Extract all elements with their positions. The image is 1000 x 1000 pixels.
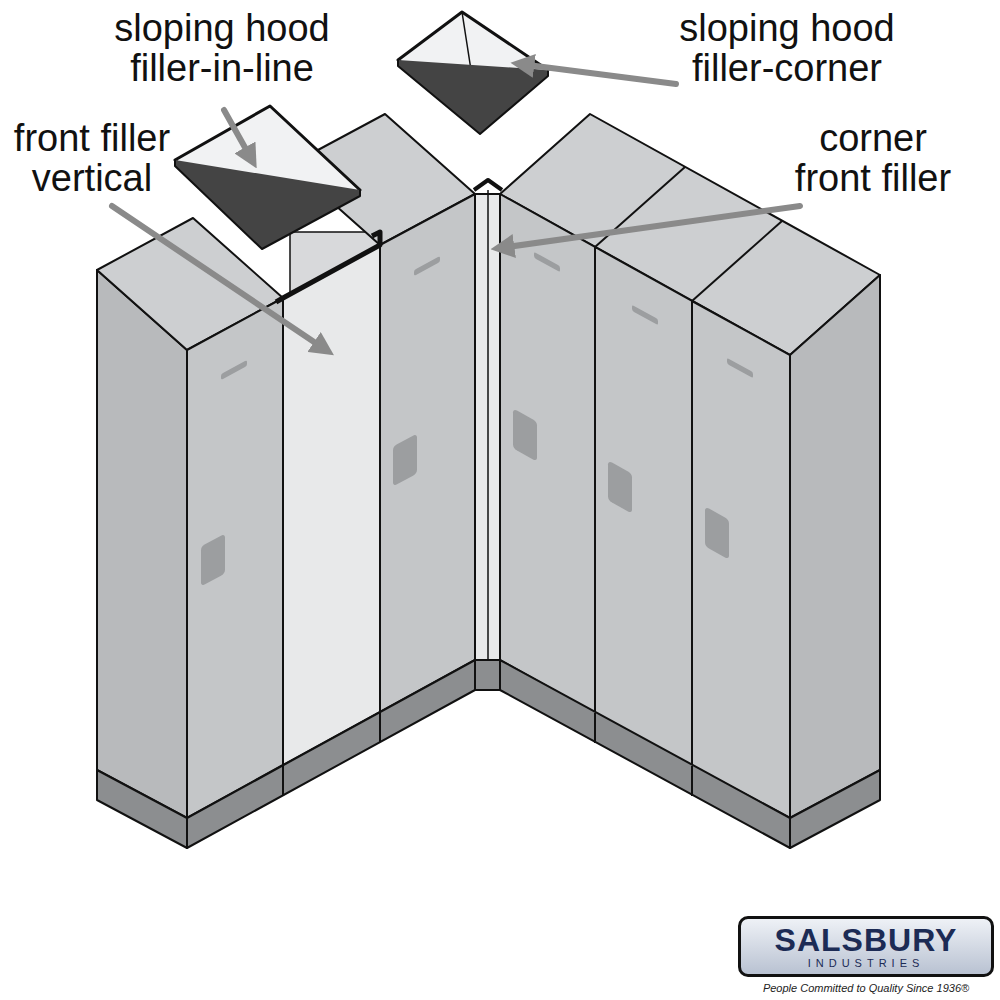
handle (705, 506, 729, 559)
locker-door (380, 194, 475, 712)
locker-door (187, 298, 283, 818)
logo-badge: SALSBURYINDUSTRIES (738, 916, 994, 977)
hood-filler-edge (175, 160, 360, 249)
handle (201, 534, 225, 587)
vent (221, 360, 247, 380)
side-panel (790, 275, 880, 818)
leader-arrow (500, 206, 800, 248)
vent (534, 252, 560, 272)
filler-bracket (276, 232, 380, 302)
handle (608, 460, 632, 513)
base-seam (379, 712, 381, 742)
vent (727, 358, 753, 378)
corner-bracket (474, 180, 502, 190)
locker-door (692, 301, 790, 818)
base-seam (282, 765, 284, 795)
base (97, 770, 187, 848)
callout-label: corner front filler (785, 118, 961, 198)
tagline: People Committed to Quality Since 1936® (706, 982, 1000, 994)
base-seam (691, 766, 693, 796)
base (475, 660, 500, 690)
base (187, 660, 475, 848)
callout-label: front filler vertical (4, 118, 180, 198)
callout-label: sloping hood filler-in-line (104, 8, 340, 88)
callout-label: sloping hood filler-corner (669, 8, 905, 88)
locker-door (595, 247, 692, 766)
base (790, 770, 880, 848)
corner-fold (487, 190, 489, 660)
base (500, 660, 790, 848)
locker-door (500, 194, 595, 713)
logo-name: SALSBURY (775, 923, 958, 957)
handle (393, 434, 417, 487)
base-seam (594, 713, 596, 743)
leader-arrow (112, 206, 326, 350)
vent (414, 256, 440, 276)
vent (632, 305, 658, 325)
logo-subtitle: INDUSTRIES (808, 957, 925, 970)
side-panel (97, 270, 187, 818)
hood-seam (692, 221, 782, 301)
leader-arrow (224, 110, 252, 160)
leader-arrow (520, 64, 676, 84)
hood-filler-edge (398, 60, 548, 134)
handle (513, 408, 537, 461)
front-filler (283, 245, 380, 765)
